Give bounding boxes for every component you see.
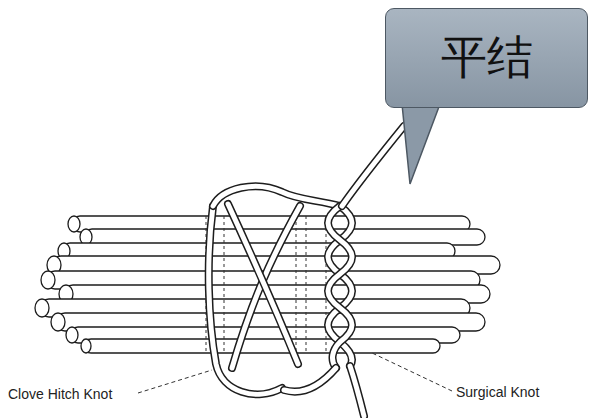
leader-line — [138, 370, 212, 393]
cord — [209, 126, 404, 416]
knot-label: Surgical Knot — [456, 384, 539, 400]
callout-text: 平结 — [441, 27, 533, 89]
callout-bubble: 平结 — [385, 8, 588, 108]
knot-label: Clove Hitch Knot — [8, 386, 112, 402]
leader-line — [370, 352, 452, 391]
callout-tail — [402, 104, 440, 184]
